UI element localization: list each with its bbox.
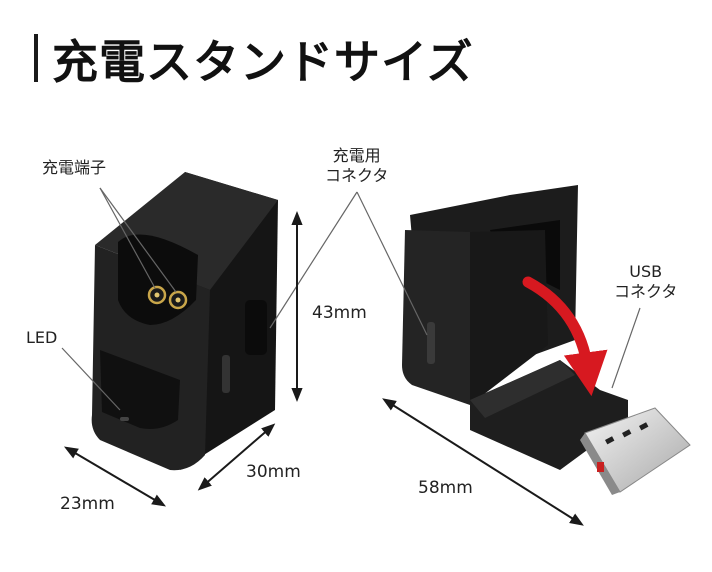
- charging-stand-left: [91, 172, 278, 471]
- dimension-arrows: [63, 211, 584, 526]
- depth-dimension: 30mm: [246, 462, 301, 482]
- led-label: LED: [26, 328, 58, 347]
- charging-connector-label-line2: コネクタ: [325, 166, 389, 185]
- rotation-arrow: [522, 276, 608, 397]
- height-dimension: 43mm: [312, 303, 367, 323]
- usb-connector-label: USB コネクタ: [614, 262, 677, 302]
- charging-stand-right: [402, 185, 691, 495]
- charging-terminal-label: 充電端子: [42, 158, 107, 177]
- length-dimension: 58mm: [418, 478, 473, 498]
- usb-connector-label-line2: コネクタ: [614, 282, 678, 301]
- title-accent-bar: [34, 34, 38, 82]
- charging-connector-label: 充電用 コネクタ: [325, 146, 388, 186]
- width-dimension: 23mm: [60, 494, 115, 514]
- charging-connector-label-line1: 充電用: [332, 146, 381, 165]
- usb-connector-label-line1: USB: [629, 262, 663, 281]
- leader-lines: [61, 187, 641, 411]
- page-title: 充電スタンドサイズ: [52, 35, 474, 89]
